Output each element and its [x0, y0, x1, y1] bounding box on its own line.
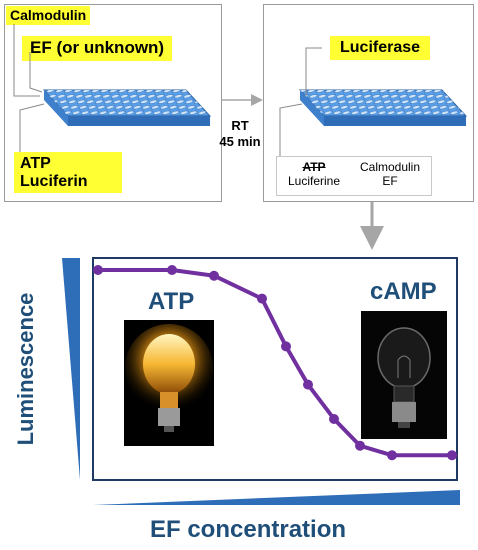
- reagent-strip: [276, 156, 432, 196]
- lit-bulb-image: [124, 320, 214, 446]
- data-point-1: [167, 265, 177, 275]
- calmodulin-label: Calmodulin: [6, 6, 91, 26]
- calmodulin-ef-group: Calmodulin EF: [350, 160, 430, 189]
- time-label: 45 min: [219, 133, 261, 149]
- ef-connector: [29, 52, 43, 93]
- data-point-9: [447, 450, 457, 461]
- y-wedge: [62, 258, 80, 480]
- ef-label: EF: [382, 174, 398, 189]
- dark-bulb-image: [361, 311, 447, 439]
- atp-connector: [19, 103, 45, 152]
- x-axis-title: EF concentration: [150, 516, 347, 543]
- x-wedge: [93, 490, 460, 505]
- atp-struck-label: ATP: [302, 160, 326, 174]
- atp-luciferin-label: ATP Luciferin: [14, 152, 122, 194]
- data-point-2: [209, 270, 219, 281]
- rt-label: RT: [231, 118, 249, 133]
- luciferine-label: Luciferine: [287, 174, 341, 189]
- ef-unknown-label: EF (or unknown): [22, 36, 173, 61]
- plate-left: [42, 89, 212, 126]
- data-point-8: [387, 450, 397, 461]
- atp-label: ATP: [20, 155, 51, 172]
- camp-annotation: cAMP: [370, 278, 437, 305]
- series-line: [98, 268, 452, 458]
- atp-annotation: ATP: [148, 288, 195, 315]
- data-point-5: [303, 379, 313, 390]
- luminescence-curve: [93, 265, 457, 461]
- data-point-0: [93, 265, 103, 275]
- luciferase-label: Luciferase: [330, 36, 431, 60]
- data-point-3: [257, 293, 267, 304]
- calmodulin-right-label: Calmodulin: [359, 160, 421, 174]
- data-point-4: [281, 341, 291, 352]
- luciferase-connector: [305, 47, 322, 96]
- atp-luciferine-group: ATP Luciferine: [276, 160, 352, 189]
- incubation-label: RT 45 min: [210, 118, 270, 149]
- data-point-7: [355, 440, 365, 451]
- data-point-6: [329, 413, 339, 424]
- reagent-connector: [279, 103, 303, 156]
- calmodulin-connector: [13, 24, 40, 97]
- plate-right: [298, 89, 468, 126]
- y-axis-title: Luminescence: [13, 292, 38, 446]
- luciferin-label: Luciferin: [20, 172, 88, 190]
